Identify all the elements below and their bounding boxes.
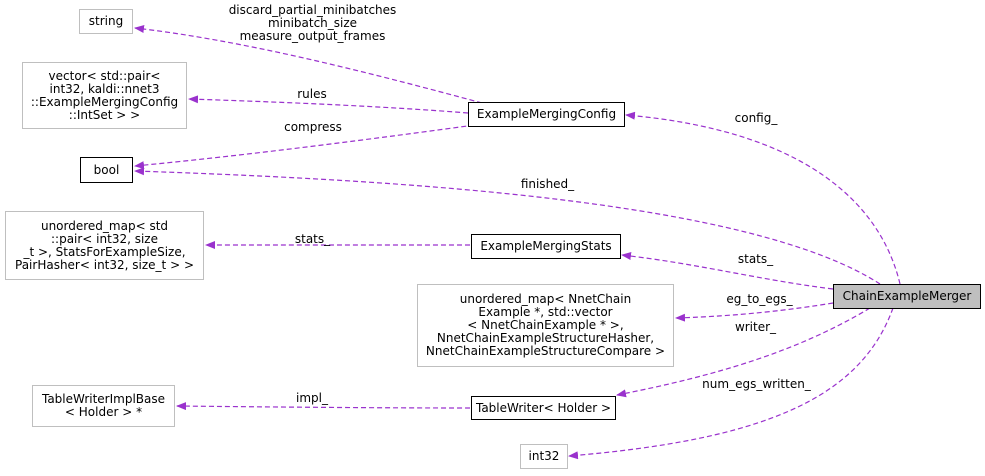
node-bool[interactable]: bool: [80, 157, 133, 183]
edge-config-to-bool: [134, 123, 483, 170]
edge-label-config-members: discard_partial_minibatches minibatch_si…: [228, 3, 397, 43]
node-vector-pair[interactable]: vector< std::pair< int32, kaldi::nnet3 :…: [22, 62, 187, 129]
edge-label-writer: writer_: [734, 320, 777, 334]
node-example-merging-stats[interactable]: ExampleMergingStats: [471, 234, 621, 259]
node-example-merging-config[interactable]: ExampleMergingConfig: [468, 102, 625, 127]
edge-merger-to-egs-map: [675, 302, 834, 322]
edge-merger-to-config: [625, 111, 901, 285]
node-unordered-map-stats[interactable]: unordered_map< std ::pair< int32, size _…: [5, 211, 204, 280]
edge-label-compress: compress: [284, 120, 342, 134]
node-chain-example-merger[interactable]: ChainExampleMerger: [833, 284, 981, 309]
edge-config-to-string: [134, 25, 483, 104]
edge-label-num-egs-written: num_egs_written_: [702, 377, 811, 391]
node-int32[interactable]: int32: [520, 444, 568, 469]
edge-label-finished: finished_: [520, 177, 575, 191]
edge-merger-to-int32: [568, 307, 894, 460]
edge-merger-to-stats: [621, 252, 834, 290]
edge-config-to-vector: [188, 95, 469, 114]
node-string[interactable]: string: [79, 9, 133, 34]
node-tablewriter[interactable]: TableWriter< Holder >: [471, 396, 616, 420]
edge-label-stats-inner: stats_: [294, 232, 331, 246]
node-tablewriter-impl[interactable]: TableWriterImplBase < Holder > *: [32, 385, 175, 427]
node-unordered-map-egs[interactable]: unordered_map< NnetChain Example *, std:…: [417, 284, 674, 367]
edge-label-rules: rules: [297, 87, 327, 101]
edge-label-config: config_: [734, 111, 778, 125]
edge-label-stats: stats_: [737, 252, 774, 266]
edge-label-eg-to-egs: eg_to_egs_: [726, 292, 793, 306]
edge-label-impl: impl_: [296, 391, 328, 405]
edge-tablewriter-to-impl: [176, 402, 471, 411]
edge-merger-to-bool: [134, 167, 881, 285]
